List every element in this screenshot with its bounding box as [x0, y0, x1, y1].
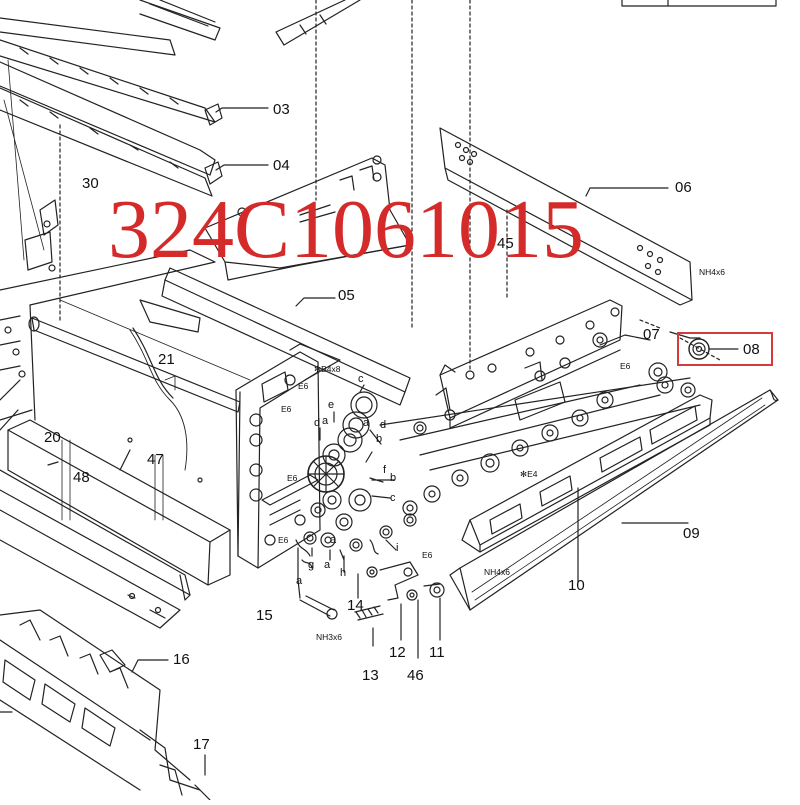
part-label-04: 04	[273, 157, 290, 174]
part-label-05: 05	[338, 287, 355, 304]
part-label-47: 47	[147, 451, 164, 468]
part-label-06: 06	[675, 179, 692, 196]
part-label-30: 30	[82, 175, 99, 192]
plate-06	[439, 127, 693, 306]
gear-letter-b: b	[376, 433, 383, 445]
cover-20	[7, 419, 231, 586]
gear-letter-a: a	[324, 559, 331, 571]
gear-letter-d: d	[380, 419, 387, 431]
part-label-11: 11	[429, 644, 445, 661]
gear-letter-e: e	[328, 399, 335, 411]
clip-code-e6: E6	[287, 473, 298, 483]
rail-47	[0, 469, 191, 629]
left-frame-assembly	[0, 199, 251, 431]
upper-side-plate	[204, 155, 411, 281]
gear-train	[284, 374, 417, 569]
clip-code-e6: E6	[298, 381, 309, 391]
part-label-13: 13	[362, 667, 379, 684]
clip-code-e6: E6	[422, 550, 433, 560]
top-rail-assembly	[0, 0, 223, 197]
frame-10	[461, 394, 713, 583]
part-label-48: 48	[73, 469, 90, 486]
part-label-46: 46	[407, 667, 424, 684]
gear-letter-g: g	[308, 559, 315, 571]
lever-parts	[297, 561, 445, 659]
gear-letter-i: i	[396, 542, 399, 554]
gear-letter-c: c	[390, 492, 396, 504]
gear-letter-a: a	[330, 534, 337, 546]
part-label-45: 45	[497, 235, 514, 252]
part-label-09: 09	[683, 525, 700, 542]
rail-05	[161, 267, 411, 406]
part-label-07: 07	[643, 326, 660, 343]
screw-code-nh4x6: NH4x6	[484, 567, 510, 577]
part-label-17: 17	[193, 736, 210, 753]
screw-code-nh4x6: NH4x6	[699, 267, 725, 277]
panel-09	[449, 389, 779, 611]
part-label-08: 08	[743, 341, 760, 358]
gear-letter-f: f	[383, 464, 387, 476]
clip-code-e4: ✻E4	[520, 469, 538, 479]
part-label-16: 16	[173, 651, 190, 668]
gear-letter-b: b	[390, 472, 397, 484]
gear-plate	[235, 343, 341, 569]
gear-letter-a: a	[296, 575, 303, 587]
roller-shafts	[379, 332, 701, 516]
part-label-15: 15	[256, 607, 273, 624]
gear-letter-c: c	[358, 373, 364, 385]
gear-letter-a: a	[322, 415, 329, 427]
part-code-watermark: 324C1061015	[108, 183, 585, 276]
tray-16	[0, 609, 211, 801]
part-label-03: 03	[273, 101, 290, 118]
gear-letter-a: a	[363, 417, 370, 429]
clip-code-e6: E6	[281, 404, 292, 414]
clip-code-e6: E6	[620, 361, 631, 371]
part-08-highlight-box	[677, 332, 773, 366]
part-label-14: 14	[347, 597, 364, 614]
gear-letter-h: h	[340, 567, 347, 579]
part-label-12: 12	[389, 644, 406, 661]
part-label-10: 10	[568, 577, 585, 594]
part-08-roller	[688, 338, 739, 360]
gear-letter-d: d	[314, 417, 321, 429]
screw-code-nh3x6: NH3x6	[316, 632, 342, 642]
screw-code-b4x8: ✻B4x8	[314, 364, 341, 374]
part-label-20: 20	[44, 429, 61, 446]
part-label-21: 21	[158, 351, 175, 368]
sub-plate-45	[435, 299, 623, 429]
clip-code-e6: E6	[278, 535, 289, 545]
